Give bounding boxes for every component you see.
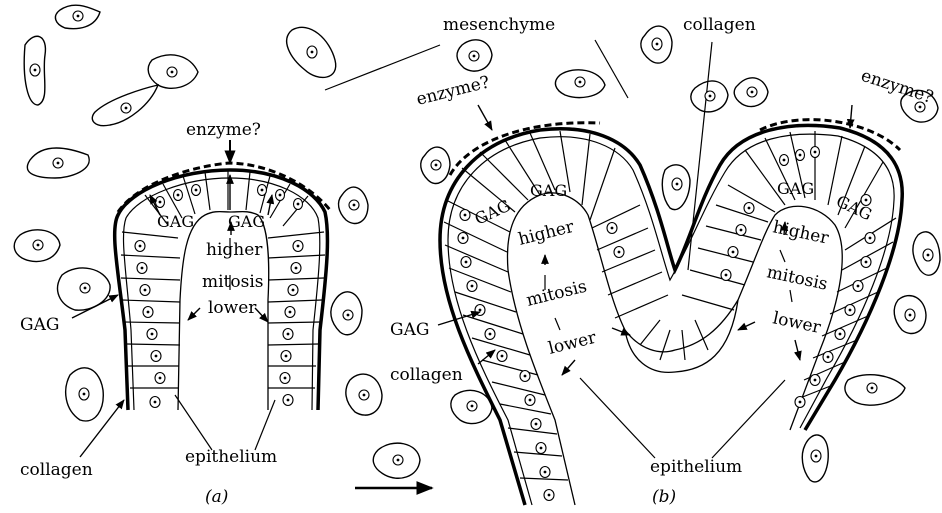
mesenchyme-cell — [55, 5, 100, 28]
mesenchyme-cell — [346, 374, 382, 415]
mesenchyme-cell — [555, 70, 605, 98]
panel-b-higher-right-label: higher — [771, 217, 831, 248]
mesenchyme-cell — [66, 368, 104, 421]
mesenchyme-cell — [662, 165, 690, 210]
mesenchyme-cell — [92, 85, 158, 126]
mesenchyme-cell — [802, 435, 828, 482]
panel-a-higher-label: higher — [206, 240, 263, 260]
panel-b-gag-3-label: GAG — [777, 179, 814, 198]
panel-b-gag-2-label: GAG — [530, 181, 567, 200]
mesenchyme-cell — [27, 148, 89, 178]
mesenchyme-cell — [457, 40, 492, 71]
mesenchyme-leader-right — [595, 40, 628, 98]
mesenchyme-cell — [451, 390, 492, 423]
panel-b-cells — [444, 131, 896, 480]
panel-b-higher-left-label: higher — [516, 217, 576, 250]
mesenchyme-cell — [58, 268, 111, 310]
panel-a-caption: (a) — [205, 487, 228, 507]
panel-b-fold-bottom — [625, 300, 738, 372]
panel-a-gag-left-label: GAG — [157, 212, 194, 231]
mesenchyme-cell — [894, 296, 926, 334]
mesenchyme-label: mesenchyme — [443, 15, 555, 35]
collagen-top-leader — [688, 42, 712, 270]
mesenchyme-cell — [373, 443, 420, 478]
panel-b-caption: (b) — [652, 487, 676, 507]
panel-a-gag-right-label: GAG — [228, 212, 265, 231]
panel-b-mitosis-right-label: mitosis — [765, 262, 829, 294]
mesenchyme-cell — [913, 232, 940, 275]
panel-b-lower-right-label: lower — [771, 308, 823, 338]
panel-b-enzyme-right-label: enzyme? — [858, 66, 935, 108]
mesenchyme-cell — [691, 81, 728, 112]
panel-a-collagen-label: collagen — [20, 460, 93, 480]
panel-a-gag-side-label: GAG — [20, 315, 59, 335]
mesenchyme-cell — [287, 27, 336, 77]
mesenchyme-cell — [421, 147, 450, 183]
panel-a-mitosis-label: mitosis — [202, 272, 264, 292]
panel-b-gag-side-label: GAG — [390, 320, 429, 340]
mesenchyme-cell — [148, 55, 198, 88]
mesenchyme-cell — [331, 292, 362, 335]
mesenchyme-cell — [845, 375, 905, 405]
panel-b-collagen-top-label: collagen — [683, 15, 756, 35]
panel-b-enzyme-left-label: enzyme? — [414, 72, 491, 110]
mesenchyme-cell — [734, 78, 768, 107]
panel-a-lower-label: lower — [208, 298, 257, 318]
mesenchyme-cell — [339, 187, 368, 223]
mesenchyme-leader-left — [325, 45, 440, 90]
panel-b-epithelium-label: epithelium — [650, 457, 742, 477]
mesenchyme-cell — [14, 230, 60, 262]
panel-b-outer-line — [448, 134, 894, 505]
mesenchyme-cell — [641, 26, 672, 63]
panel-b-collagen-side-label: collagen — [390, 365, 463, 385]
panel-a: enzyme? GAG GAG higher mitosis lower GAG… — [20, 120, 432, 507]
panel-a-epithelium-label: epithelium — [185, 447, 277, 467]
mesenchyme-cell — [24, 36, 45, 105]
panel-b: mesenchyme collagen enzyme? enzyme? GAG … — [325, 15, 936, 507]
panel-a-enzyme-label: enzyme? — [186, 120, 261, 140]
panel-b-lower-left-label: lower — [546, 328, 599, 359]
panel-b-mitosis-left-label: mitosis — [524, 277, 589, 311]
